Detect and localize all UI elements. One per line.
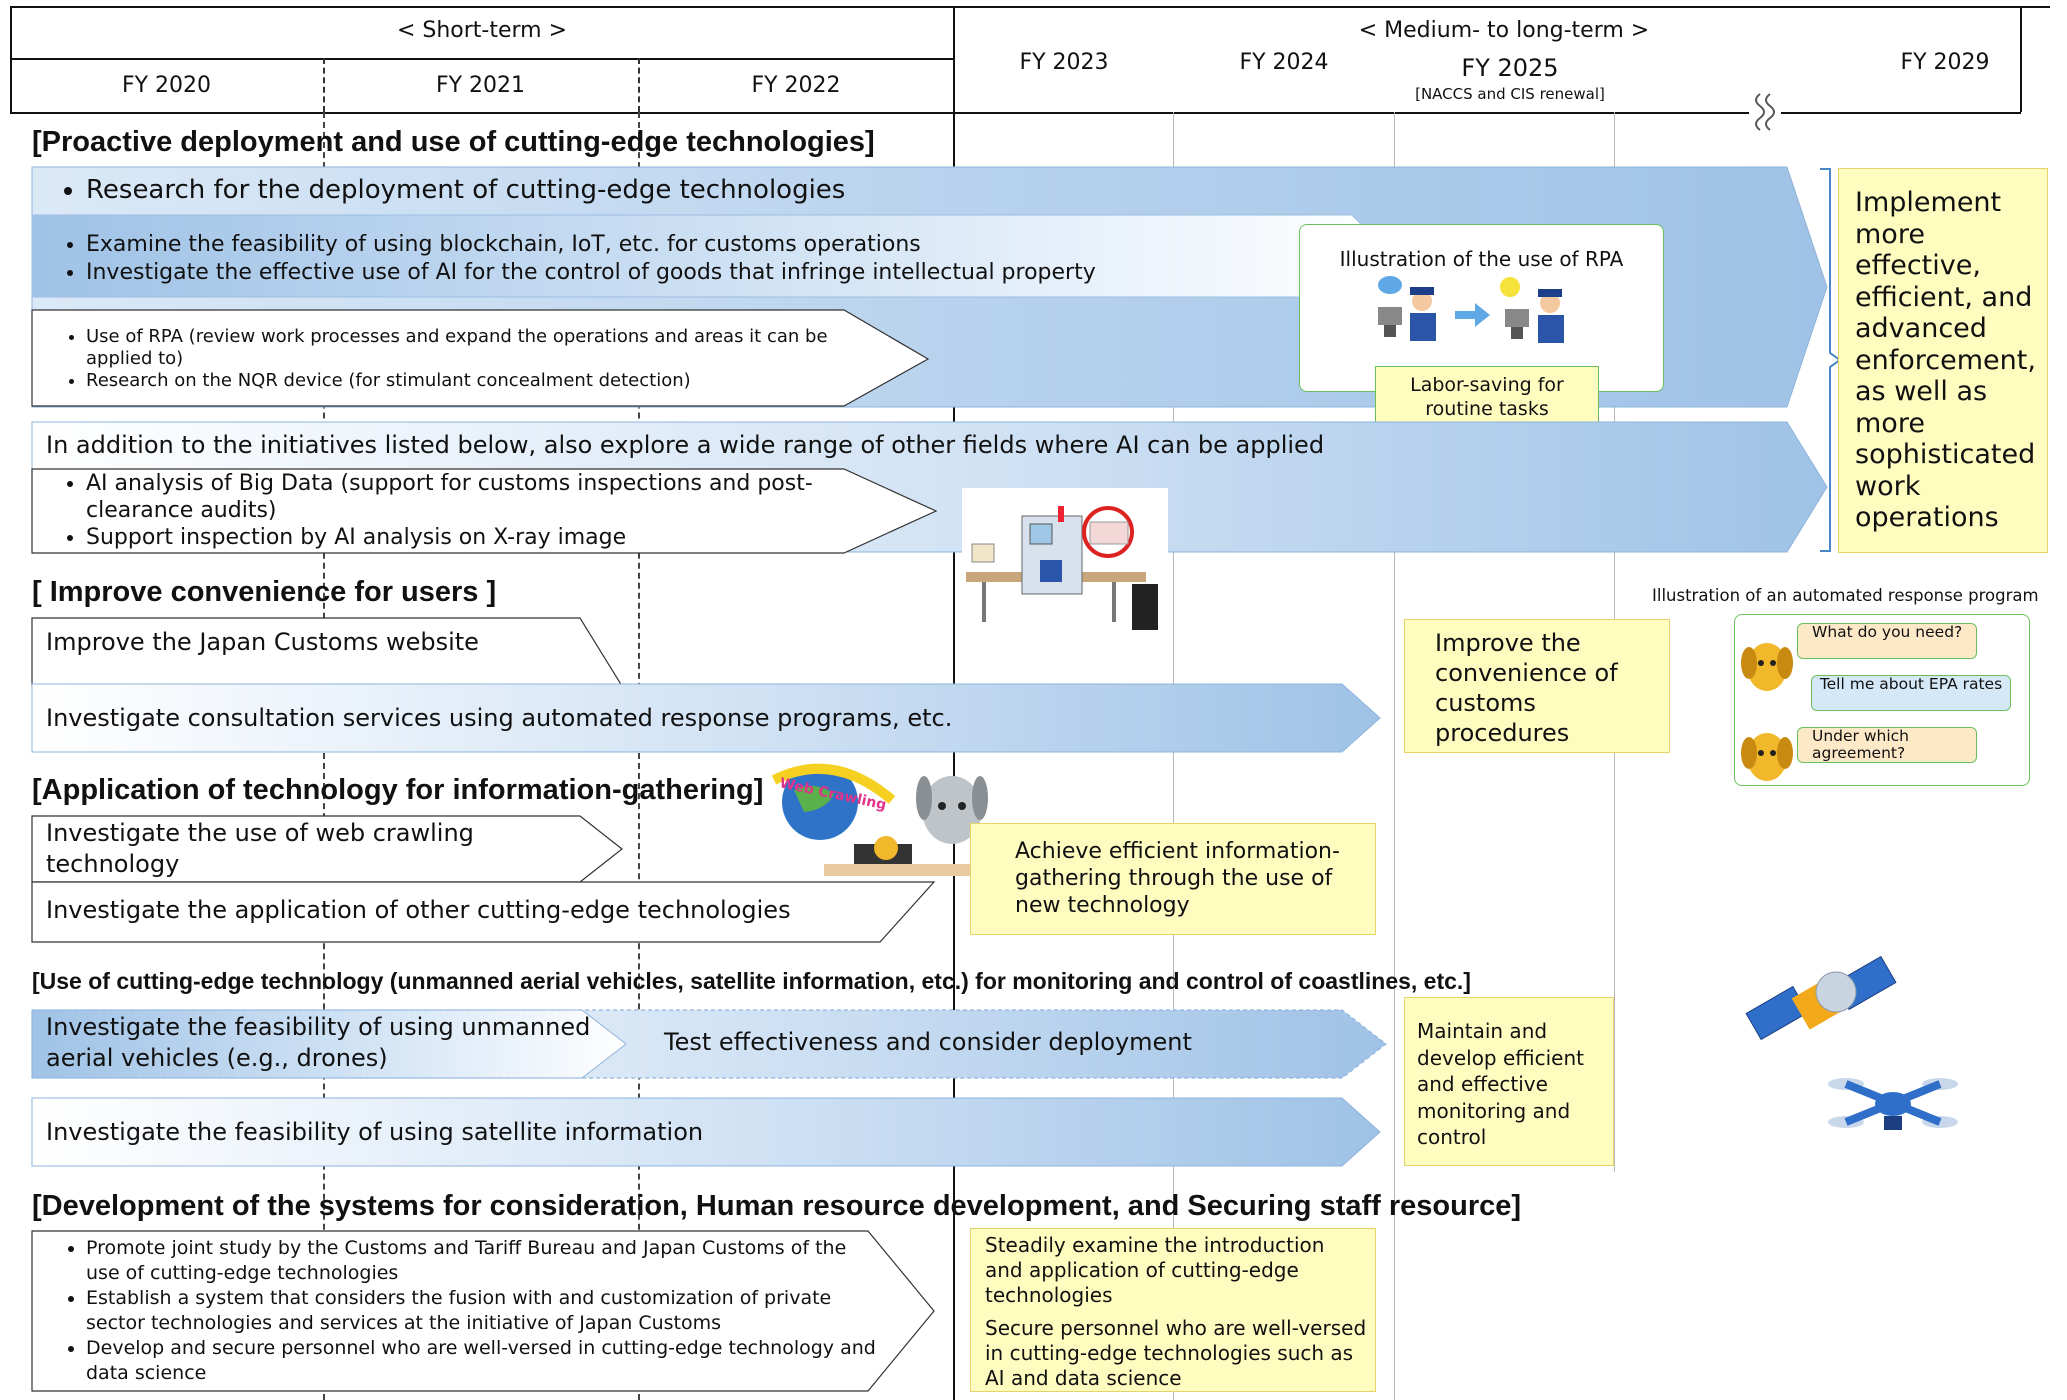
examine-list: Examine the feasibility of using blockch… [48, 231, 1268, 287]
fy2021-label: FY 2021 [435, 73, 526, 98]
fy2025-note: [NACCS and CIS renewal] [1415, 85, 1605, 103]
chat-illustration-box: What do you need? Tell me about EPA rate… [1734, 614, 2030, 786]
rpa-item-1: Use of RPA (review work processes and ex… [86, 326, 864, 370]
chat-mascot-icon [1741, 643, 1793, 691]
drones-text: Investigate the feasibility of using unm… [46, 1013, 591, 1072]
ai-sub-arrow [31, 468, 938, 554]
satellite-icon [1745, 955, 1897, 1041]
section-title-development: [Development of the systems for consider… [32, 1190, 1522, 1222]
web-crawling-text: Investigate the use of web crawling tech… [46, 819, 474, 878]
drone-icon [1828, 1078, 1958, 1130]
test-deployment-text: Test effectiveness and consider deployme… [664, 1028, 1192, 1056]
drones-arrow [31, 1009, 627, 1079]
section-title-info-gathering: [Application of technology for informati… [32, 774, 764, 806]
rpa-illustration-box: Illustration of the use of RPA [1299, 224, 1664, 392]
info-gathering-goal-box: Achieve efficient information-gathering … [970, 823, 1376, 935]
web-crawling-illustration [771, 763, 994, 876]
cutting-edge-goal-box: Implement more effective, efficient, and… [1838, 168, 2048, 553]
fy2023-label: FY 2023 [1019, 50, 1109, 75]
chat-bubble-followup: Under which agreement? [1797, 727, 1977, 763]
website-text: Improve the Japan Customs website [46, 628, 479, 656]
ai-item-1: AI analysis of Big Data (support for cus… [86, 470, 866, 524]
fy2020-label: FY 2020 [121, 73, 212, 98]
rpa-arrow [31, 309, 930, 407]
timeline-break-icon [1755, 93, 1775, 131]
fy2029-label: FY 2029 [1900, 50, 1990, 75]
examine-item-1: Examine the feasibility of using blockch… [86, 231, 1268, 259]
rpa-list: Use of RPA (review work processes and ex… [44, 326, 864, 392]
consult-arrow [31, 683, 1381, 753]
development-list: Promote joint study by the Customs and T… [44, 1236, 876, 1386]
research-text: Research for the deployment of cutting-e… [86, 175, 1448, 205]
development-goal-2: Secure personnel who are well-versed in … [985, 1316, 1367, 1390]
development-item-2: Establish a system that considers the fu… [86, 1286, 876, 1336]
chat-mascot-icon [1741, 733, 1793, 781]
ai-item-2: Support inspection by AI analysis on X-r… [86, 524, 866, 551]
development-item-1: Promote joint study by the Customs and T… [86, 1236, 876, 1286]
monitoring-goal-box: Maintain and develop efficient and effec… [1404, 997, 1614, 1166]
web-crawling-arrow [31, 815, 623, 883]
consult-text: Investigate consultation services using … [46, 704, 953, 732]
fy2024-label: FY 2024 [1239, 50, 1329, 75]
development-goal-1: Steadily examine the introduction and ap… [985, 1233, 1325, 1307]
customs-officer-icon [1378, 276, 1564, 343]
rpa-item-2: Research on the NQR device (for stimulan… [86, 370, 864, 392]
ai-list: AI analysis of Big Data (support for cus… [46, 470, 866, 551]
development-item-3: Develop and secure personnel who are wel… [86, 1336, 876, 1386]
fy2022-label: FY 2022 [751, 73, 841, 98]
section-title-convenience: [ Improve convenience for users ] [32, 576, 497, 608]
development-goal-box: Steadily examine the introduction and ap… [970, 1228, 1376, 1392]
rpa-illustration-title: Illustration of the use of RPA [1339, 247, 1624, 271]
chat-illustration-title: Illustration of an automated response pr… [1652, 586, 2039, 605]
chat-bubble-question: What do you need? [1797, 623, 1977, 659]
rpa-labor-saving-box: Labor-saving for routine tasks [1375, 366, 1599, 430]
development-arrow [31, 1230, 935, 1392]
fy2025-label: FY 2025 [1461, 54, 1559, 82]
ai-explore-text: In addition to the initiatives listed be… [46, 431, 1325, 459]
other-tech-arrow [31, 881, 936, 943]
examine-item-2: Investigate the effective use of AI for … [86, 259, 1268, 287]
other-tech-text: Investigate the application of other cut… [46, 896, 791, 924]
section-title-cutting-edge: [Proactive deployment and use of cutting… [32, 126, 875, 158]
short-term-label: < Short-term > [396, 18, 568, 43]
satellite-arrow [31, 1097, 1381, 1167]
satellite-text: Investigate the feasibility of using sat… [46, 1118, 704, 1146]
medium-long-term-label: < Medium- to long-term > [1358, 18, 1650, 43]
convenience-goal-box: Improve the convenience of customs proce… [1404, 619, 1670, 753]
section-title-monitoring: [Use of cutting-edge technology (unmanne… [32, 968, 1471, 994]
research-item: Research for the deployment of cutting-e… [48, 175, 1448, 205]
xray-inspection-machine-icon [962, 488, 1168, 638]
chat-bubble-reply: Tell me about EPA rates [1811, 675, 2011, 711]
